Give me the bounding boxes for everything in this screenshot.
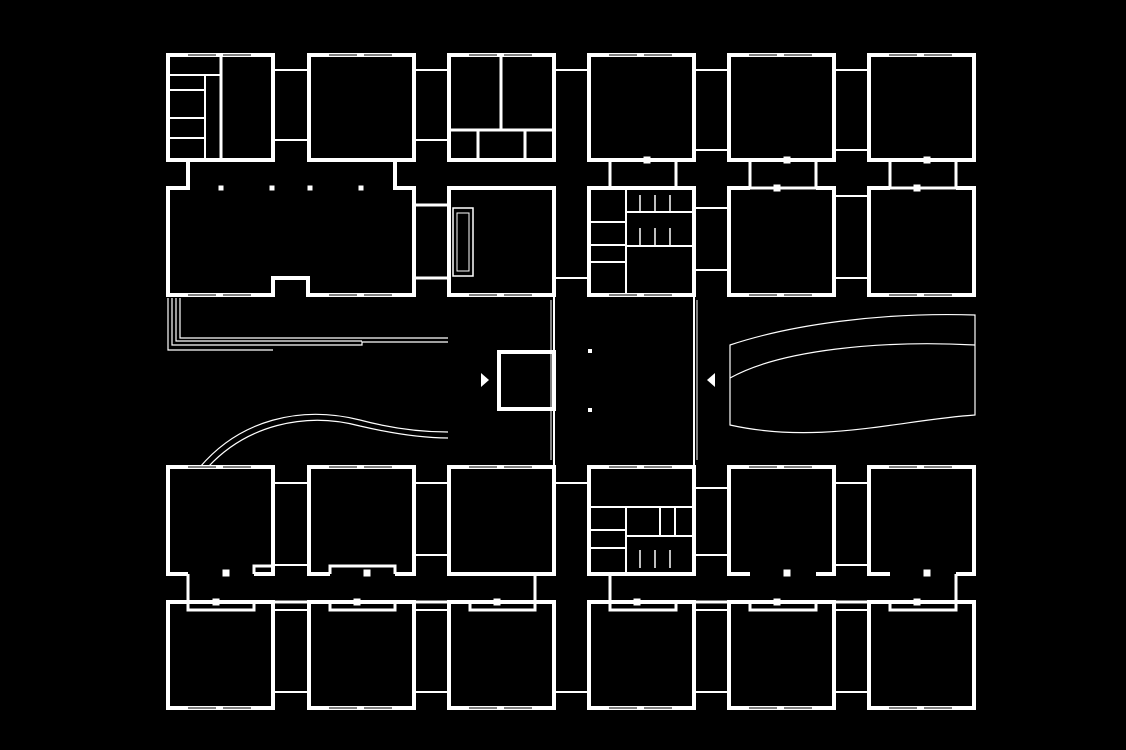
vestibule-wall [186,600,537,612]
room-top-5 [727,53,836,162]
vestibule-wall [328,564,397,574]
room-bottom-2 [307,600,416,710]
corridor-bottom-4-5 [694,609,729,693]
room-mid-5-outer-wall [727,186,836,297]
column [218,185,224,191]
canopy-line [179,298,448,339]
corridor-bottom-2-3 [414,609,449,693]
room-top-1-outer-wall [166,53,275,162]
column [773,184,781,192]
stage-platform-inner [456,212,470,272]
column [643,156,651,164]
stage-platform [452,207,474,277]
corridor-top-1-2 [273,69,308,141]
room-bottom-6 [867,600,976,710]
column [363,569,371,577]
column [588,408,592,412]
sanitary-block-upper [587,186,696,297]
column [913,184,921,192]
room-mid-6-outer-wall [867,186,976,297]
corridor-top-2-3 [414,69,449,141]
room-top-2 [307,53,416,162]
window-marks [188,54,952,709]
corridor-top-4-5 [694,69,729,151]
vestibule-wall [888,160,958,190]
room-low-1 [166,465,275,576]
column [923,569,931,577]
vestibule-wall [748,160,818,190]
vestibule-top-5 [748,156,818,192]
entrance-kiosk [497,350,556,411]
corridor-low-1-2 [273,482,308,566]
canopy-line [167,298,273,351]
room-top-1 [166,53,275,162]
walkway-edge [207,419,449,468]
room-top-3 [447,53,556,162]
room-mid-6 [867,186,976,297]
room-bottom-4 [587,600,696,710]
room-low-5 [727,465,836,576]
hall-large-left [166,160,416,297]
curved-walkway [199,413,449,468]
column [783,156,791,164]
column [588,349,592,353]
hall-outer-wall [393,160,416,205]
column [307,185,313,191]
sanitary-outer-wall [587,465,696,576]
room-low-2 [307,465,416,576]
room-low-5-outer-wall [727,465,836,576]
feature-inner-line [729,343,976,379]
sanitary-block-lower [587,465,696,576]
room-low-2-outer-wall [307,465,416,576]
room-low-6 [867,465,976,576]
corridor-sanitary-room [694,207,729,271]
canopy-line [171,298,448,346]
room-bottom-5 [727,600,836,710]
vestibule-wall [252,564,273,574]
room-bottom-1 [166,600,275,710]
sanitary-outer-wall [587,186,696,297]
column [923,156,931,164]
feature-outline [729,314,976,434]
triangle-left-icon [707,373,715,387]
room-low-3 [447,465,556,576]
corridor-bottom-5-6 [834,609,869,693]
vestibule-top-6 [888,156,958,192]
corridor-mid-5-6 [834,195,869,279]
room-low-1-outer-wall [166,465,275,576]
room-top-3-outer-wall [447,53,556,162]
central-hall [550,277,698,484]
hall-outer-wall [166,160,416,297]
corridor-bottom-1-2 [273,609,308,693]
room-top-4 [587,53,696,162]
vestibule-wall [608,574,958,612]
vestibule-low-2 [328,564,397,577]
corridor-top-5-6 [834,69,869,151]
column [269,185,275,191]
canopy-line [175,298,362,342]
room-low-6-outer-wall [867,465,976,576]
courtyard-feature [729,314,976,434]
triangle-right-icon [481,373,489,387]
column [783,569,791,577]
corridor-low-5-6 [834,482,869,566]
column [358,185,364,191]
room-stage [447,186,556,297]
room-stage-outer-wall [447,186,556,297]
room-mid-5 [727,186,836,297]
corridor-low-2-3 [414,482,449,556]
corridor-sanitary-low [694,487,729,556]
walkway-edge [199,413,449,468]
vestibule-hall-stage [414,203,449,280]
canopy-lines [167,298,448,351]
room-bottom-3 [447,600,556,710]
room-top-6 [867,53,976,162]
column [222,569,230,577]
